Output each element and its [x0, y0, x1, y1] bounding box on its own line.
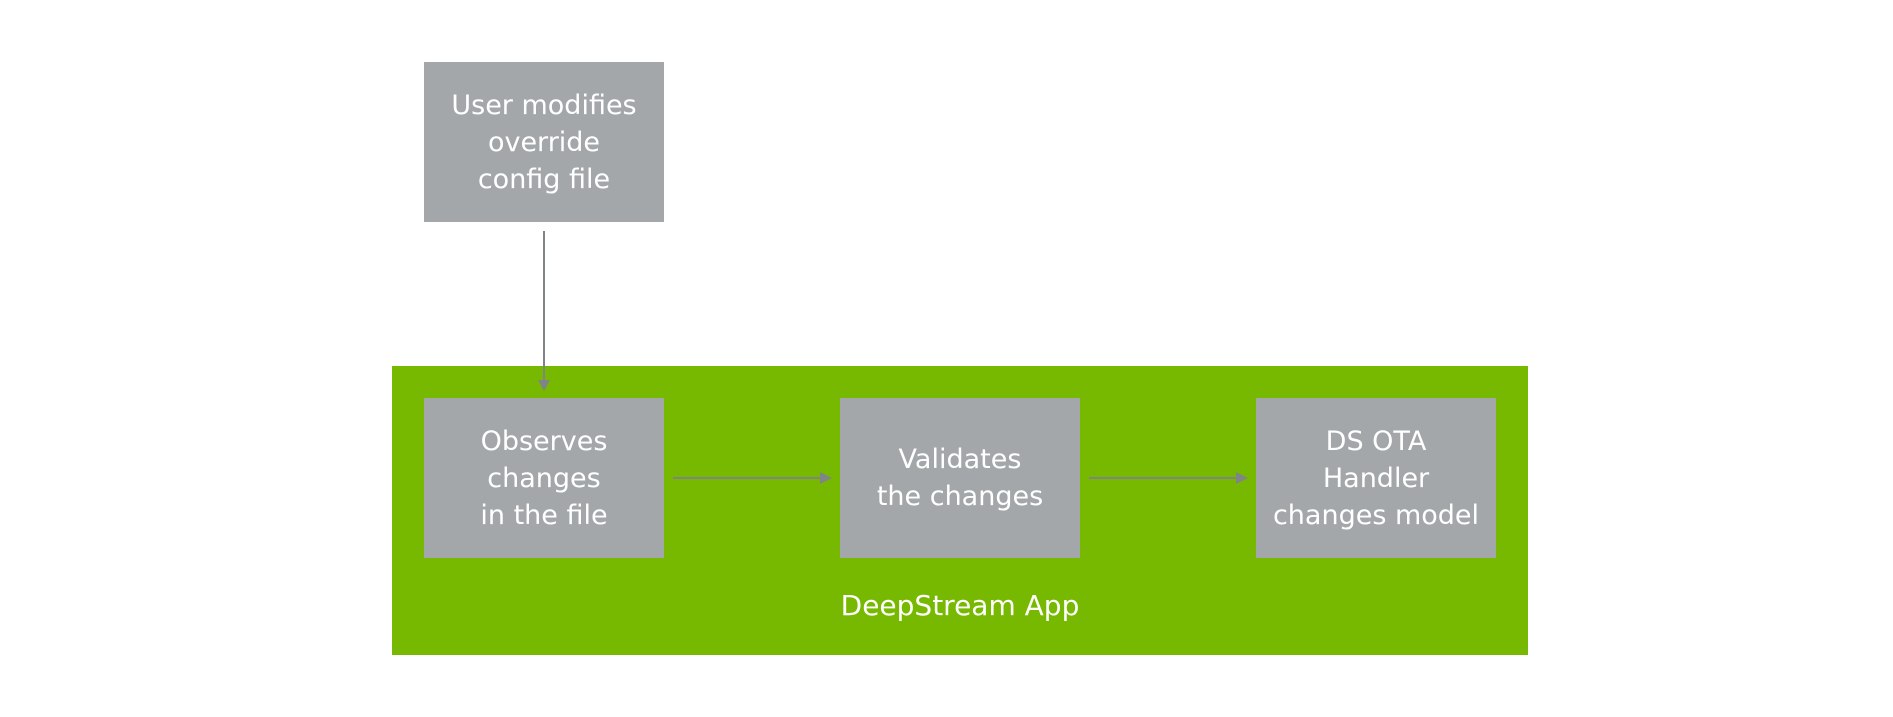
arrow-validates-to-handler	[1089, 472, 1248, 484]
arrow-observes-to-validates	[673, 472, 832, 484]
ota-handler-node: DS OTA Handler changes model	[1256, 398, 1496, 558]
arrow-user-to-observes	[538, 231, 550, 391]
observes-changes-node: Observes changes in the file	[424, 398, 664, 558]
validates-changes-node: Validates the changes	[840, 398, 1080, 558]
deepstream-app-label: DeepStream App	[840, 589, 1080, 622]
user-modifies-config-node: User modifies override config file	[424, 62, 664, 222]
